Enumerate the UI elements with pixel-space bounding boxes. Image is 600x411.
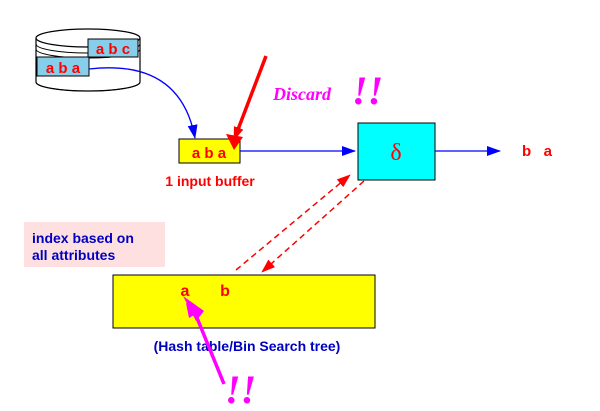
disk-record-top (87, 38, 139, 58)
lookup-arrowhead-main (183, 296, 204, 321)
index-note-line1: index based on (32, 230, 134, 246)
discard-label: Discard (272, 84, 332, 104)
lookup-exclamation-marks: !! (225, 367, 256, 411)
disk-to-buffer-arrow (88, 67, 198, 139)
input-buffer-content: a b a (192, 145, 227, 162)
operator-to-index-dashed-arrow (261, 180, 365, 273)
disk-record-bottom (36, 56, 90, 77)
hash-table-b: b (220, 283, 230, 300)
operator-box (357, 122, 436, 181)
discard-arrowhead (226, 134, 243, 150)
disk-record-top-text: a b c (96, 41, 130, 58)
index-to-operator-dashed-arrow (235, 174, 351, 271)
output-tuple: b a (522, 143, 553, 160)
discard-exclamation-marks: !! (352, 68, 383, 113)
disk-record-bottom-text: a b a (46, 60, 81, 77)
hash-table-box (112, 274, 376, 329)
operator-symbol: δ (390, 140, 401, 166)
lookup-arrow (191, 307, 226, 385)
input-buffer-label: 1 input buffer (165, 173, 255, 189)
hash-table-label: (Hash table/Bin Search tree) (154, 338, 341, 354)
index-note-box (24, 222, 165, 267)
hash-table-a: a (181, 283, 190, 300)
index-note-line2: all attributes (32, 247, 115, 263)
discard-arrow (232, 55, 268, 141)
input-buffer-box (178, 138, 241, 164)
